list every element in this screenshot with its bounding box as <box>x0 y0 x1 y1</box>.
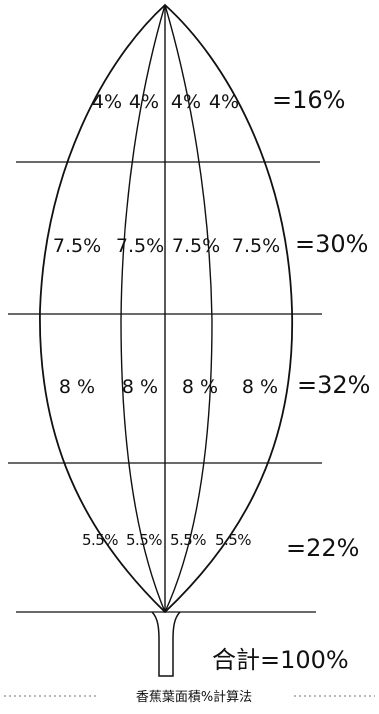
band-4-cell-2: 5.5% <box>126 531 162 549</box>
band-3-cell-4: 8 % <box>242 376 278 398</box>
band-3-cell-1: 8 % <box>59 376 95 398</box>
band-2-cell-1: 7.5% <box>53 235 101 257</box>
caption-backing <box>96 684 292 706</box>
band-2-cell-2: 7.5% <box>116 235 164 257</box>
band-3-cell-2: 8 % <box>122 376 158 398</box>
band-4-cell-4: 5.5% <box>215 531 251 549</box>
band-3-total: =32% <box>297 371 370 399</box>
leaf-stalk <box>151 611 181 677</box>
band-2-cell-4: 7.5% <box>232 235 280 257</box>
band-1-total: =16% <box>272 86 345 114</box>
band-2-total: =30% <box>295 230 368 258</box>
band-4-cell-1: 5.5% <box>82 531 118 549</box>
vein-right-inner <box>164 4 213 613</box>
grand-total: 合計=100% <box>212 646 349 674</box>
band-1-cell-1: 4% <box>92 91 122 113</box>
band-1-cell-2: 4% <box>129 91 159 113</box>
band-1-cell-3: 4% <box>171 91 201 113</box>
caption: 香蕉葉面積%計算法 <box>136 689 252 705</box>
band-2-cell-3: 7.5% <box>172 235 220 257</box>
band-3-cell-3: 8 % <box>182 376 218 398</box>
vein-left-inner <box>120 4 166 613</box>
leaf-outline <box>39 3 294 614</box>
band-4-cell-3: 5.5% <box>170 531 206 549</box>
band-4-total: =22% <box>286 534 359 562</box>
band-1-cell-4: 4% <box>209 91 239 113</box>
